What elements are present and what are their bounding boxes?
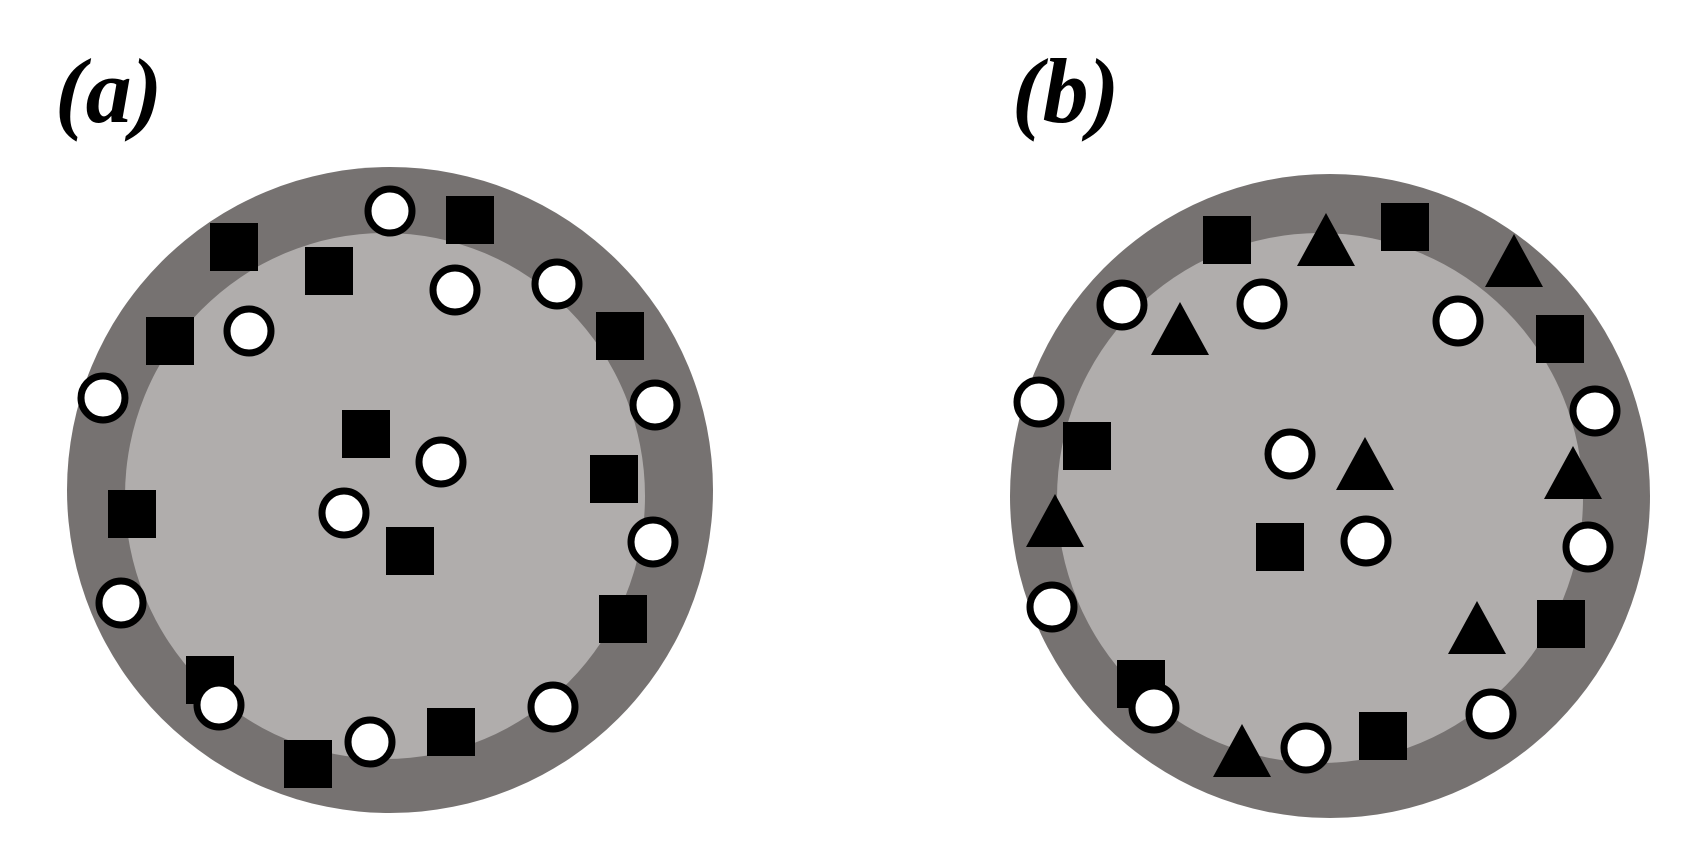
panel-a: (a) bbox=[55, 40, 713, 813]
circle-marker bbox=[1128, 682, 1180, 734]
triangle-marker bbox=[1448, 601, 1506, 654]
panel-b-label: (b) bbox=[1012, 40, 1119, 142]
triangle-marker bbox=[1485, 234, 1543, 287]
panel-b: (b) bbox=[1010, 40, 1650, 818]
circle-marker bbox=[1465, 688, 1517, 740]
circle-marker bbox=[193, 679, 245, 731]
circle-marker bbox=[1236, 278, 1288, 330]
circle-marker bbox=[527, 681, 579, 733]
square-marker bbox=[1537, 600, 1585, 648]
circle-marker bbox=[364, 185, 416, 237]
square-marker bbox=[427, 708, 475, 756]
circle-marker bbox=[627, 516, 679, 568]
triangle-marker bbox=[1151, 302, 1209, 355]
circle-marker bbox=[531, 258, 583, 310]
square-marker bbox=[305, 247, 353, 295]
panel-a-label: (a) bbox=[55, 40, 162, 142]
square-marker bbox=[1359, 712, 1407, 760]
square-marker bbox=[386, 527, 434, 575]
square-marker bbox=[284, 740, 332, 788]
square-marker bbox=[1256, 523, 1304, 571]
panel-b-markers bbox=[1013, 203, 1621, 777]
circle-marker bbox=[415, 436, 467, 488]
triangle-marker bbox=[1213, 724, 1271, 777]
triangle-marker bbox=[1297, 213, 1355, 266]
circle-marker bbox=[1013, 376, 1065, 428]
triangle-marker bbox=[1544, 446, 1602, 499]
circle-marker bbox=[1096, 279, 1148, 331]
circle-marker bbox=[1432, 295, 1484, 347]
square-marker bbox=[590, 455, 638, 503]
square-marker bbox=[599, 595, 647, 643]
triangle-marker bbox=[1026, 494, 1084, 547]
circle-marker bbox=[77, 372, 129, 424]
square-marker bbox=[1063, 422, 1111, 470]
square-marker bbox=[1203, 216, 1251, 264]
panel-a-markers bbox=[77, 185, 681, 788]
circle-marker bbox=[1026, 581, 1078, 633]
square-marker bbox=[446, 196, 494, 244]
square-marker bbox=[108, 490, 156, 538]
circle-marker bbox=[429, 264, 481, 316]
panel-b-inner-disk bbox=[1057, 233, 1583, 763]
square-marker bbox=[596, 312, 644, 360]
triangle-marker bbox=[1336, 437, 1394, 490]
circle-marker bbox=[1562, 521, 1614, 573]
circle-marker bbox=[318, 487, 370, 539]
square-marker bbox=[210, 223, 258, 271]
circle-marker bbox=[95, 577, 147, 629]
panel-a-inner-disk bbox=[125, 233, 645, 759]
square-marker bbox=[342, 410, 390, 458]
circle-marker bbox=[1569, 385, 1621, 437]
square-marker bbox=[1381, 203, 1429, 251]
circle-marker bbox=[223, 305, 275, 357]
square-marker bbox=[146, 317, 194, 365]
circle-marker bbox=[1340, 515, 1392, 567]
circle-marker bbox=[1280, 722, 1332, 774]
circle-marker bbox=[629, 379, 681, 431]
square-marker bbox=[1536, 315, 1584, 363]
circle-marker bbox=[344, 716, 396, 768]
circle-marker bbox=[1264, 428, 1316, 480]
